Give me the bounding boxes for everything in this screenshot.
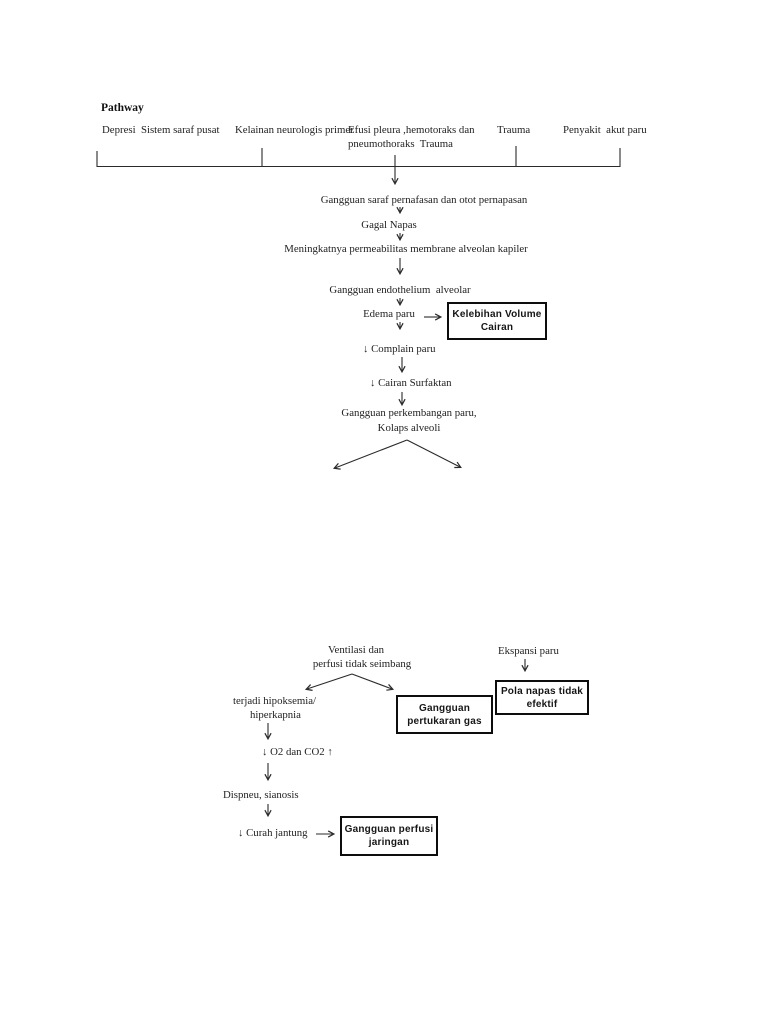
node-ekspansi-paru: Ekspansi paru: [498, 645, 559, 657]
node-complain-paru: ↓ Complain paru: [363, 343, 436, 355]
node-o2-dan-co2: ↓ O2 dan CO2 ↑: [262, 746, 333, 758]
cause-trauma: Trauma: [497, 124, 531, 136]
box-kelebihan-line2: Cairan: [480, 322, 514, 333]
node-terjadi-hipoksemia-line1: terjadi hipoksemia/: [233, 695, 317, 707]
cause-efusi-pleura-line2: pneumothoraks Trauma: [348, 138, 453, 150]
node-ventilasi-line1: Ventilasi dan: [327, 644, 385, 656]
box-kelebihan-volume-cairan: Kelebihan Volume Cairan: [447, 302, 547, 340]
cause-efusi-pleura-line1: Efusi pleura ,hemotoraks dan: [348, 124, 475, 136]
box-kelebihan-line1: Kelebihan Volume: [452, 309, 542, 320]
box-gangguan-pertukaran-gas: Gangguan pertukaran gas: [396, 695, 493, 734]
arrow-perkembangan-left: [332, 439, 408, 470]
box-pola-line2: efektif: [526, 698, 558, 710]
arrow-perkembangan-right: [406, 439, 462, 469]
box-pertukaran-line1: Gangguan: [418, 702, 471, 714]
cause-depresi-sistem-saraf-pusat: Depresi Sistem saraf pusat: [102, 124, 220, 136]
box-gangguan-perfusi-jaringan: Gangguan perfusi jaringan: [340, 816, 438, 856]
node-terjadi-hipoksemia-line2: hiperkapnia: [250, 709, 301, 721]
node-gangguan-endothelium: Gangguan endothelium alveolar: [329, 284, 471, 296]
arrow-ventilasi-left: [304, 673, 353, 691]
box-pola-line1: Pola napas tidak: [500, 685, 584, 697]
node-dispneu-sianosis: Dispneu, sianosis: [223, 789, 299, 801]
cause-penyakit-akut-paru: Penyakit akut paru: [563, 124, 647, 136]
node-edema-paru: Edema paru: [363, 308, 415, 320]
node-ventilasi-line2: perfusi tidak seimbang: [312, 658, 412, 670]
node-gangguan-perkembangan-line2: Kolaps alveoli: [377, 422, 441, 434]
node-gangguan-saraf-pernafasan: Gangguan saraf pernafasan dan otot perna…: [320, 194, 528, 206]
box-perfusi-line1: Gangguan perfusi: [344, 824, 434, 835]
box-perfusi-line2: jaringan: [368, 837, 410, 848]
page-title: Pathway: [101, 102, 144, 114]
cause-kelainan-neurologis-primer: Kelainan neurologis primer: [235, 124, 354, 136]
node-meningkatnya-permeabilitas: Meningkatnya permeabilitas membrane alve…: [284, 243, 528, 255]
node-gangguan-perkembangan-line1: Gangguan perkembangan paru,: [341, 407, 477, 419]
box-pertukaran-line2: pertukaran gas: [407, 715, 482, 727]
bracket-line: [96, 148, 621, 168]
box-pola-napas-tidak-efektif: Pola napas tidak efektif: [495, 680, 589, 715]
node-cairan-surfaktan: ↓ Cairan Surfaktan: [370, 377, 452, 389]
node-gagal-napas: Gagal Napas: [361, 219, 417, 231]
arrow-ventilasi-right: [351, 673, 395, 691]
node-curah-jantung: ↓ Curah jantung: [238, 827, 308, 839]
